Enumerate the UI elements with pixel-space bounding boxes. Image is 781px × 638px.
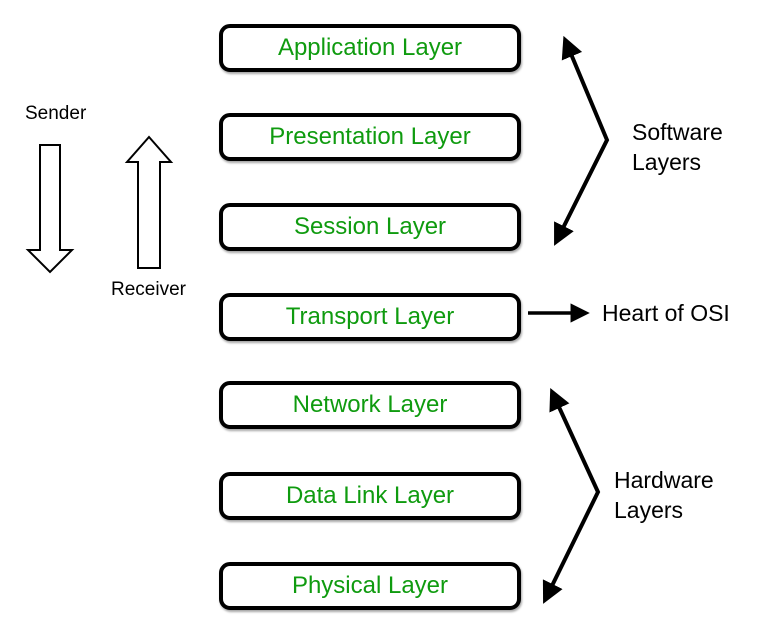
layer-box-session: Session Layer <box>219 203 521 251</box>
layer-box-application: Application Layer <box>219 24 521 72</box>
layer-box-network: Network Layer <box>219 381 521 429</box>
layer-box-datalink: Data Link Layer <box>219 472 521 520</box>
layer-box-physical: Physical Layer <box>219 562 521 610</box>
hardware-layers-span-arrow-icon <box>542 388 601 604</box>
heart-of-osi-label: Heart of OSI <box>602 300 730 326</box>
sender-down-arrow-icon <box>25 144 75 274</box>
hardware-layers-label: Hardware Layers <box>614 467 714 523</box>
sender-label: Sender <box>25 103 87 124</box>
layer-box-presentation: Presentation Layer <box>219 113 521 161</box>
layer-box-transport: Transport Layer <box>219 293 521 341</box>
receiver-up-arrow-icon <box>124 135 174 269</box>
software-layers-span-arrow-icon <box>554 35 610 246</box>
receiver-label: Receiver <box>111 279 186 300</box>
software-layers-label: Software Layers <box>632 119 723 175</box>
